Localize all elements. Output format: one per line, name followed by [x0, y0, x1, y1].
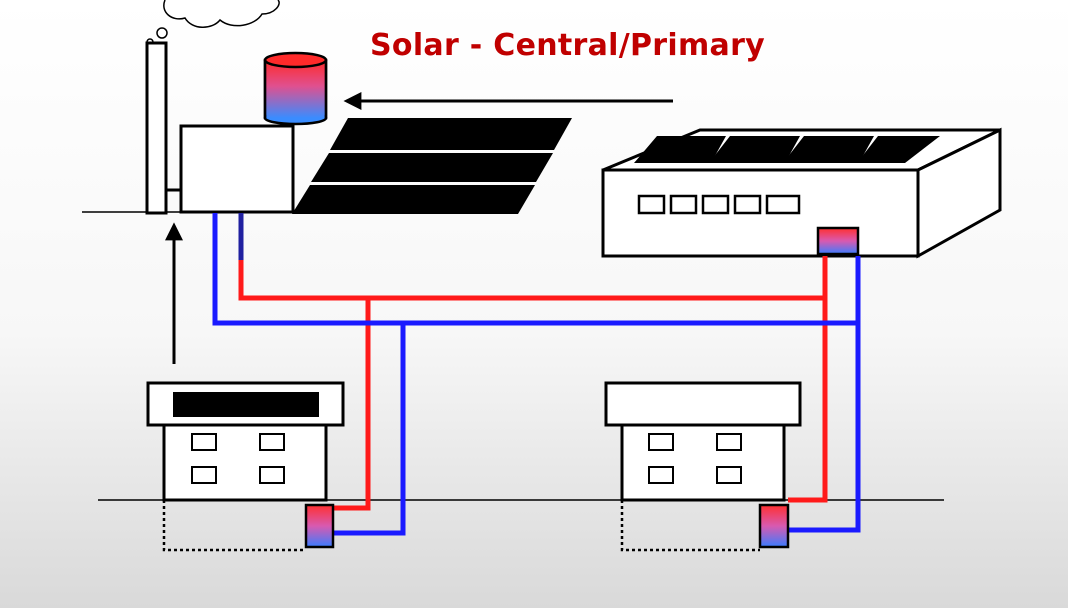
storage-tank [263, 51, 328, 126]
diagram-title: Solar - Central/Primary [370, 28, 766, 63]
central-plant-building [179, 124, 295, 214]
solar-panel-row-1 [330, 118, 572, 150]
solar-panel-row-3 [292, 185, 535, 214]
house-left-roof-panel [173, 392, 319, 417]
cold-return-pipes [212, 213, 861, 536]
large-building [601, 127, 1002, 259]
house-right [604, 381, 802, 552]
house-left-basement [162, 500, 306, 552]
house-left [146, 381, 345, 552]
heat-exchanger-large-building [816, 226, 860, 256]
roof-solar-panels [634, 136, 940, 163]
solar-array-ground [292, 118, 572, 214]
house-right-basement [620, 500, 760, 552]
chimney [145, 41, 168, 215]
house-right-heat-exchanger [758, 503, 790, 549]
house-left-heat-exchanger [304, 503, 335, 549]
solar-panel-row-2 [311, 153, 553, 182]
building-windows [637, 194, 801, 215]
smoke-cloud [146, 0, 280, 46]
